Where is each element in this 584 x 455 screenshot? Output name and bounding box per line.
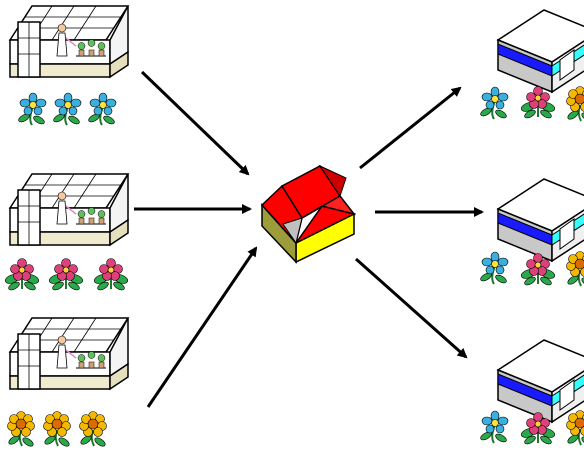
greenhouse-bottom (9, 317, 129, 390)
store-bottom (497, 339, 584, 423)
store-top-flowers (478, 85, 584, 124)
store-middle (497, 178, 584, 262)
store-bottom-flowers (478, 409, 584, 448)
arrow-hub-to-store-top (359, 86, 462, 170)
greenhouse-middle (9, 173, 129, 246)
store-top (497, 9, 584, 93)
source-flowers-pink (3, 257, 130, 293)
source-flowers-yellow (6, 410, 108, 449)
source-flowers-blue (16, 92, 117, 127)
arrow-top-to-hub (140, 70, 250, 176)
arrow-bottom-to-hub (146, 246, 258, 408)
greenhouse-top (9, 5, 129, 78)
red-roof-building-icon (260, 164, 357, 264)
arrow-hub-to-store-bottom (355, 257, 468, 359)
store-middle-flowers (478, 250, 584, 289)
